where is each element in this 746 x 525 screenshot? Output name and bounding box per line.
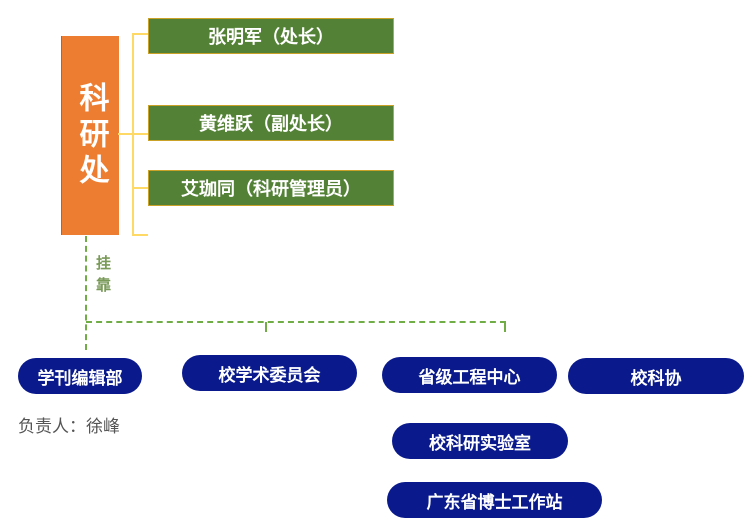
unit-postdoc-workstation: 广东省博士工作站 [387, 482, 602, 518]
connector-tick [265, 322, 267, 332]
bracket-tick [132, 33, 148, 35]
connector-tick [504, 322, 506, 332]
unit-provincial-engineering-center: 省级工程中心 [382, 357, 557, 393]
unit-science-association: 校科协 [568, 358, 744, 394]
attach-label: 挂靠 [96, 254, 112, 294]
staff-director: 张明军（处长） [148, 18, 394, 54]
bracket-tick [132, 234, 148, 236]
unit-research-lab: 校科研实验室 [392, 423, 568, 459]
department-box: 科研处 [61, 36, 119, 235]
bracket-line [132, 33, 134, 235]
staff-administrator: 艾珈同（科研管理员） [148, 170, 394, 206]
unit-academic-committee: 校学术委员会 [182, 355, 357, 391]
connector-vertical [85, 236, 87, 350]
bracket-tick [132, 187, 148, 189]
connector-horizontal [86, 321, 506, 323]
responsible-person: 负责人：徐峰 [18, 417, 120, 437]
unit-journal-office: 学刊编辑部 [18, 358, 142, 394]
staff-deputy-director: 黄维跃（副处长） [148, 105, 394, 141]
